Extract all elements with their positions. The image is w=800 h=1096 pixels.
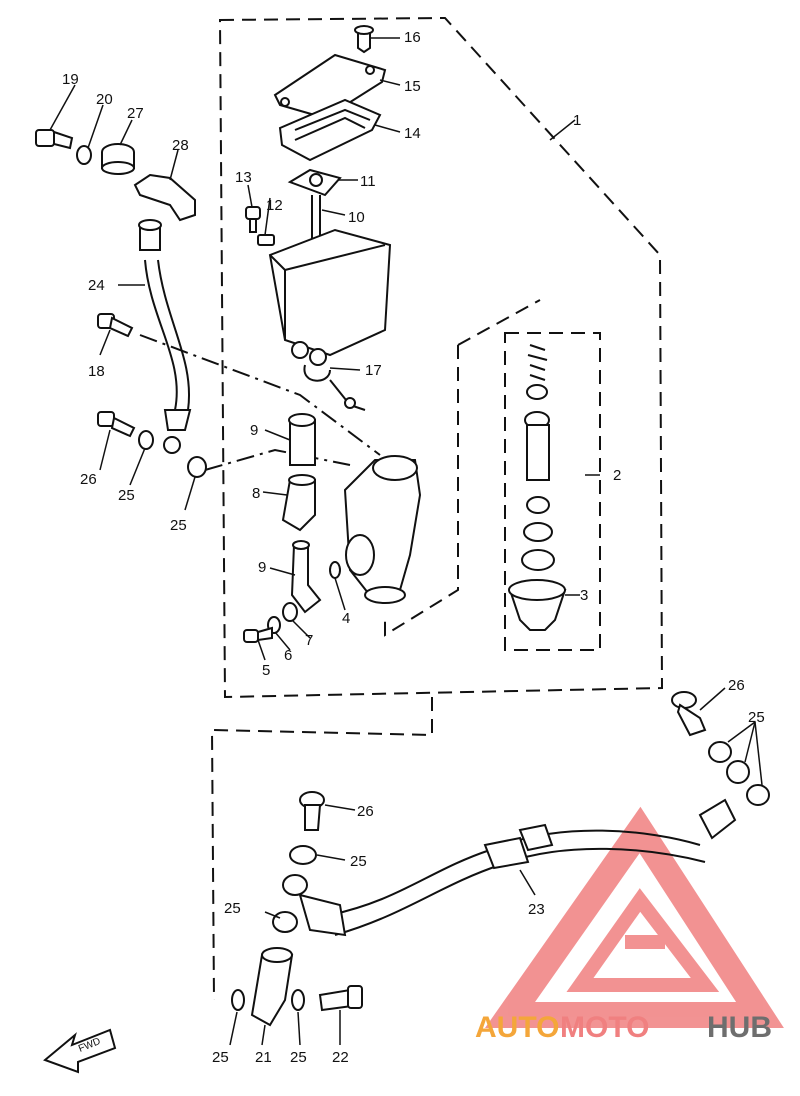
callout-17: 17 bbox=[365, 362, 382, 379]
bolt-part bbox=[318, 985, 363, 1012]
hose-part bbox=[288, 413, 316, 466]
master-cylinder-body-part bbox=[343, 455, 422, 604]
callout-25f: 25 bbox=[212, 1049, 229, 1066]
callout-25e: 25 bbox=[224, 900, 241, 917]
banjo-bolt-part bbox=[299, 791, 325, 831]
washer-part bbox=[272, 911, 298, 933]
washer-part bbox=[282, 874, 308, 896]
bracket-part bbox=[133, 173, 196, 222]
callout-25c: 25 bbox=[748, 709, 765, 726]
callout-12: 12 bbox=[266, 197, 283, 214]
callout-5: 5 bbox=[262, 662, 270, 679]
callout-1: 1 bbox=[573, 112, 581, 129]
callout-21: 21 bbox=[255, 1049, 272, 1066]
callout-15: 15 bbox=[404, 78, 421, 95]
reservoir-tank-part bbox=[268, 228, 392, 366]
callout-9a: 9 bbox=[250, 422, 258, 439]
washer-part bbox=[746, 784, 770, 806]
callout-22: 22 bbox=[332, 1049, 349, 1066]
washer-part bbox=[726, 760, 750, 784]
leader-dashdot-18 bbox=[139, 334, 381, 456]
dust-boot-part bbox=[508, 579, 567, 631]
callout-2: 2 bbox=[613, 467, 621, 484]
union-part bbox=[250, 947, 294, 1027]
watermark-logo-icon bbox=[484, 806, 784, 1028]
brake-hose-part bbox=[138, 219, 192, 454]
hose-boundary-lower bbox=[210, 697, 433, 1001]
washer-part bbox=[257, 234, 275, 246]
callout-26b: 26 bbox=[728, 677, 745, 694]
assembly-boundary-piston-kit bbox=[504, 332, 601, 651]
callout-25a: 25 bbox=[118, 487, 135, 504]
callout-16: 16 bbox=[404, 29, 421, 46]
body-boundary-side bbox=[384, 299, 541, 637]
callout-26c: 26 bbox=[357, 803, 374, 820]
washer-part bbox=[291, 989, 305, 1011]
fwd-arrow-icon: FWD bbox=[43, 1028, 117, 1074]
diaphragm-part bbox=[278, 98, 382, 162]
leader-dashdot-25 bbox=[204, 448, 351, 471]
o-ring-part bbox=[329, 561, 341, 579]
screw-part bbox=[354, 25, 374, 54]
callout-23: 23 bbox=[528, 901, 545, 918]
callout-25g: 25 bbox=[290, 1049, 307, 1066]
callout-10: 10 bbox=[348, 209, 365, 226]
callout-18: 18 bbox=[88, 363, 105, 380]
washer-part bbox=[231, 989, 245, 1011]
brake-hose-part bbox=[298, 798, 737, 937]
watermark-auto: AUTO bbox=[475, 1011, 559, 1044]
callout-4: 4 bbox=[342, 610, 350, 627]
callout-25b: 25 bbox=[170, 517, 187, 534]
banjo-bolt-part bbox=[671, 691, 707, 737]
washer-part bbox=[187, 456, 207, 478]
callout-11: 11 bbox=[360, 173, 376, 190]
hose-part bbox=[290, 540, 322, 614]
bolt-part bbox=[97, 313, 134, 338]
washer-part bbox=[289, 845, 317, 865]
washer-part bbox=[76, 145, 92, 165]
watermark-hub: HUB bbox=[707, 1011, 772, 1044]
piston-kit-part bbox=[521, 344, 555, 571]
bolt-part bbox=[97, 411, 136, 438]
washer-part bbox=[708, 741, 732, 763]
callout-19: 19 bbox=[62, 71, 79, 88]
callout-8: 8 bbox=[252, 485, 260, 502]
callout-14: 14 bbox=[404, 125, 421, 142]
callout-3: 3 bbox=[580, 587, 588, 604]
callout-26a: 26 bbox=[80, 471, 97, 488]
watermark-moto: MOTO bbox=[560, 1011, 649, 1044]
reservoir-cap-part bbox=[273, 53, 387, 120]
callout-27: 27 bbox=[127, 105, 144, 122]
callout-20: 20 bbox=[96, 91, 113, 108]
leader-lines bbox=[49, 37, 763, 1046]
hose-part bbox=[281, 474, 316, 532]
callout-9b: 9 bbox=[258, 559, 266, 576]
callout-7: 7 bbox=[305, 632, 313, 649]
watermark-text: AUTO MOTO HUB bbox=[475, 1011, 772, 1044]
callout-28: 28 bbox=[172, 137, 189, 154]
bolt-part bbox=[243, 626, 273, 643]
bolt-part bbox=[35, 129, 74, 150]
assembly-boundary-main bbox=[218, 16, 664, 699]
callout-24: 24 bbox=[88, 277, 105, 294]
diaphragm-plate-part bbox=[287, 168, 342, 197]
callout-6: 6 bbox=[284, 647, 292, 664]
washer-part bbox=[282, 602, 298, 622]
callout-13: 13 bbox=[235, 169, 252, 186]
callout-25d: 25 bbox=[350, 853, 367, 870]
washer-part bbox=[138, 430, 154, 450]
grommet-part bbox=[101, 143, 135, 175]
screw-part bbox=[245, 206, 261, 233]
hose-clip-part bbox=[303, 364, 366, 411]
